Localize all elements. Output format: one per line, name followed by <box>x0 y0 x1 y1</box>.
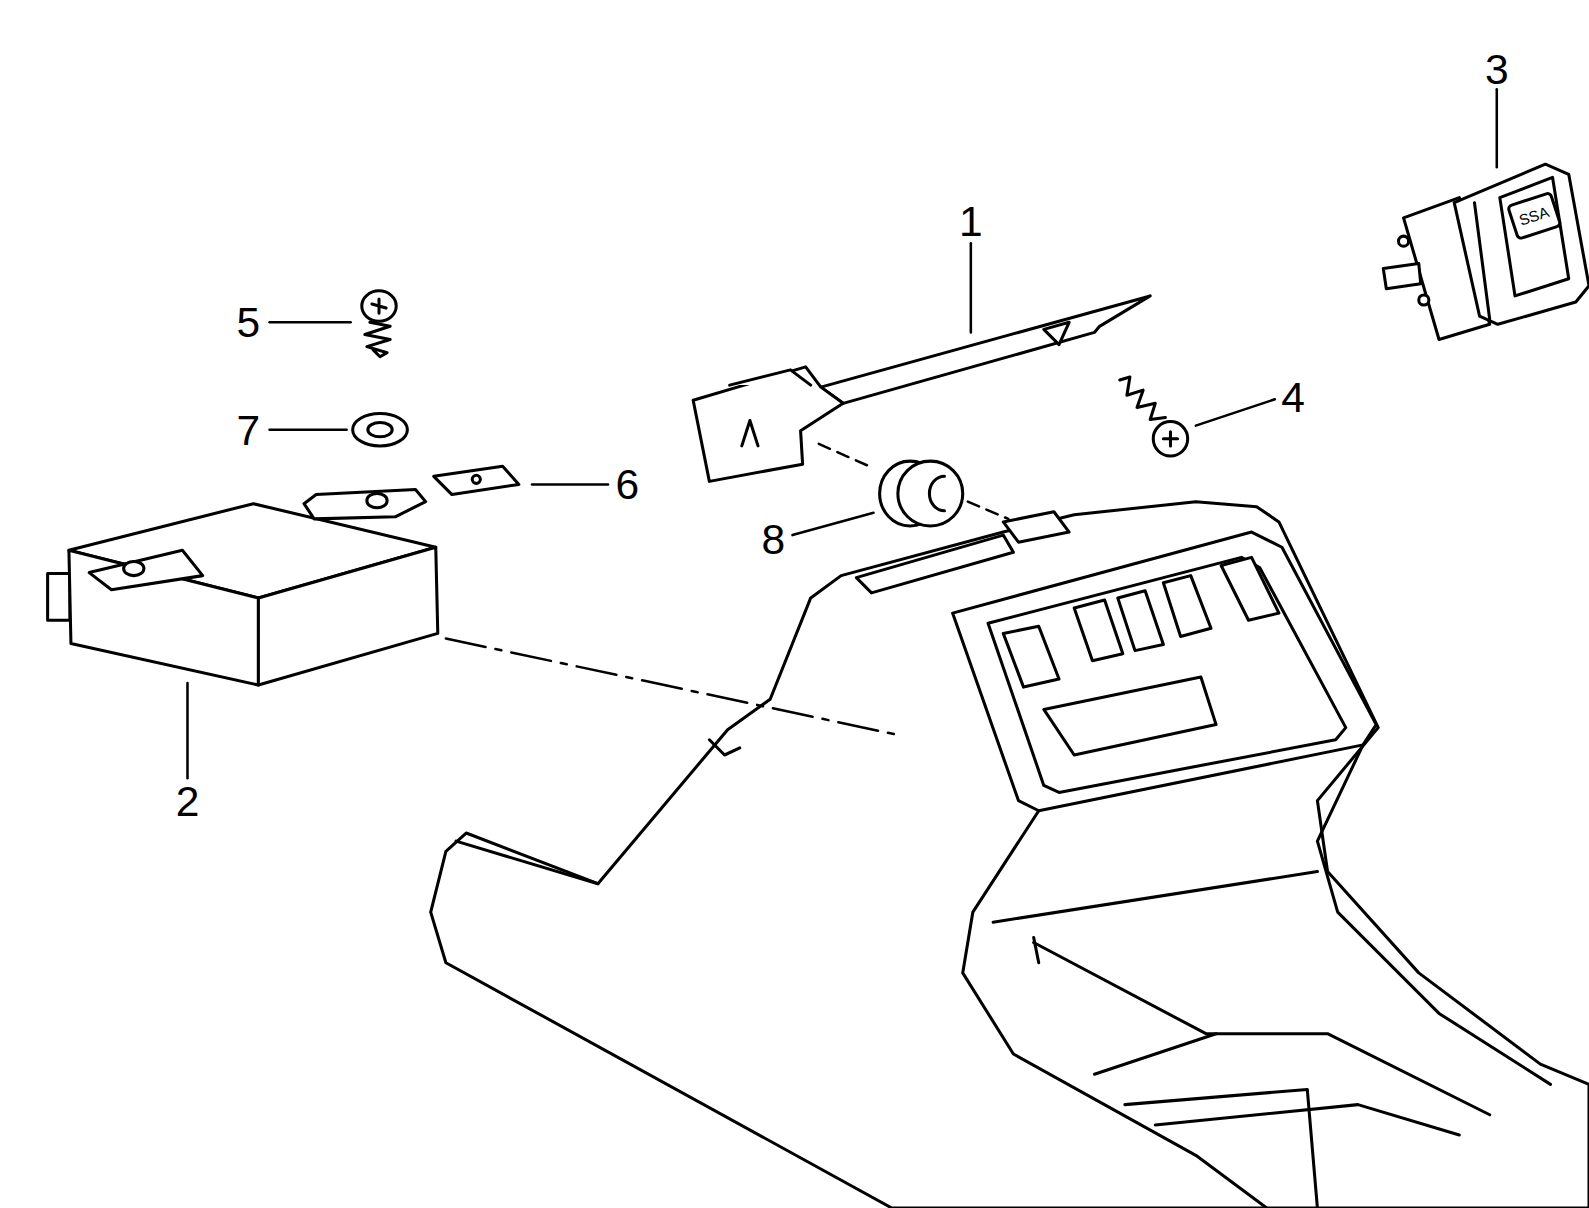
callout-number: 7 <box>236 408 260 451</box>
center-console <box>431 502 1589 1208</box>
mounting-bracket <box>693 296 1150 481</box>
grommet <box>880 461 963 526</box>
leader-line <box>187 89 1496 778</box>
callout-number: 4 <box>1281 376 1305 419</box>
screw <box>1120 377 1188 456</box>
switch-legend: SSA <box>1517 204 1551 228</box>
control-unit <box>48 489 438 685</box>
callout-number: 8 <box>761 518 785 561</box>
callout-number: 5 <box>236 301 260 344</box>
screw <box>362 291 396 357</box>
callout-number: 6 <box>615 463 639 506</box>
callout-number: 1 <box>959 200 983 243</box>
rocker-switch <box>1383 164 1589 339</box>
callout-number: 2 <box>176 779 200 822</box>
callout-number: 3 <box>1485 48 1509 91</box>
